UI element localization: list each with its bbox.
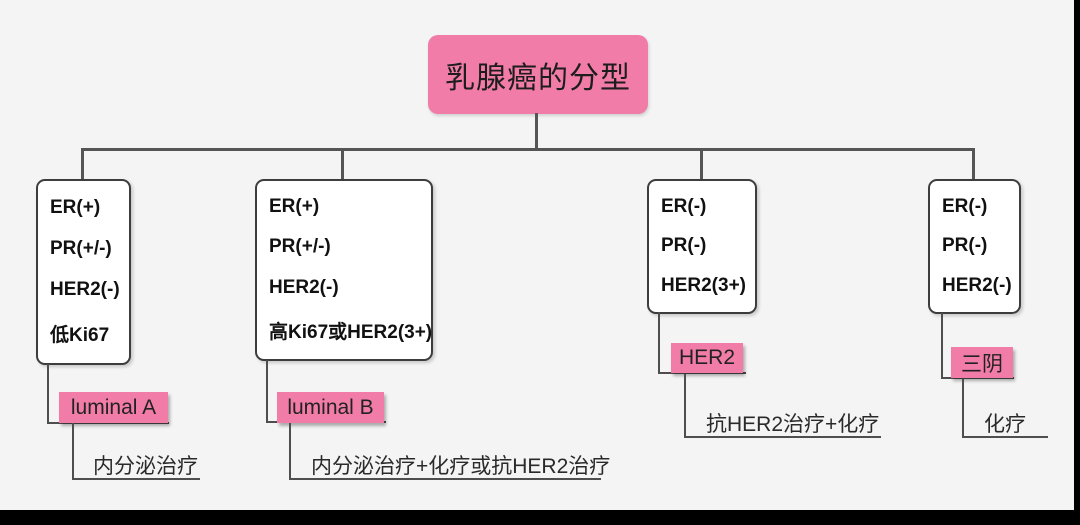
criteria-row: PR(-) — [942, 235, 988, 257]
criteria-box-her2: ER(-) PR(-) HER2(3+) — [647, 179, 757, 314]
branch1-label-underline — [47, 422, 169, 424]
treatment-her2: 抗HER2治疗+化疗 — [706, 413, 880, 436]
branch2-vertical-2 — [289, 423, 291, 480]
branch3-vertical-2 — [684, 374, 686, 438]
branch3-label-underline — [658, 372, 746, 374]
criteria-row: HER2(3+) — [661, 275, 746, 297]
criteria-row: 低Ki67 — [50, 325, 110, 347]
type-label-her2: HER2 — [671, 343, 743, 373]
branch1-treatment-underline — [72, 478, 200, 480]
criteria-box-triple-negative: ER(-) PR(-) HER2(-) — [928, 179, 1021, 314]
letterbox-band-bottom — [0, 510, 1080, 525]
branch4-treatment-underline — [962, 436, 1048, 438]
type-label-luminal-b: luminal B — [277, 392, 384, 423]
criteria-row: 高Ki67或HER2(3+) — [269, 321, 433, 343]
criteria-row: ER(-) — [661, 195, 707, 217]
criteria-row: PR(+/-) — [269, 236, 331, 258]
letterbox-band-right — [1074, 0, 1080, 525]
branch4-label-underline — [941, 377, 1014, 379]
criteria-row: HER2(-) — [50, 279, 120, 301]
criteria-row: PR(-) — [661, 235, 707, 257]
type-label-luminal-a: luminal A — [59, 392, 168, 423]
criteria-row: ER(+) — [269, 196, 320, 218]
diagram-canvas: 乳腺癌的分型 ER(+) PR(+/-) HER2(-) 低Ki67 lumin… — [0, 0, 1074, 510]
criteria-row: ER(+) — [50, 196, 101, 218]
connector-main-horizontal — [81, 148, 975, 151]
connector-root-vertical — [535, 113, 538, 149]
treatment-luminal-b: 内分泌治疗+化疗或抗HER2治疗 — [311, 455, 611, 478]
branch3-vertical-1 — [658, 312, 660, 374]
branch1-vertical-1 — [47, 364, 49, 424]
criteria-row: ER(-) — [942, 195, 988, 217]
connector-drop-branch-1 — [81, 148, 84, 180]
treatment-triple-negative: 化疗 — [984, 413, 1026, 436]
criteria-row: HER2(-) — [942, 275, 1012, 297]
branch4-vertical-2 — [962, 379, 964, 438]
criteria-box-luminal-a: ER(+) PR(+/-) HER2(-) 低Ki67 — [36, 179, 131, 365]
type-label-triple-negative: 三阴 — [951, 347, 1013, 378]
connector-drop-branch-4 — [972, 148, 975, 180]
branch2-vertical-1 — [266, 360, 268, 423]
connector-drop-branch-3 — [700, 148, 703, 180]
branch4-vertical-1 — [941, 313, 943, 379]
criteria-row: PR(+/-) — [50, 237, 112, 259]
connector-drop-branch-2 — [341, 148, 344, 180]
criteria-box-luminal-b: ER(+) PR(+/-) HER2(-) 高Ki67或HER2(3+) — [255, 179, 433, 361]
treatment-luminal-a: 内分泌治疗 — [93, 455, 198, 478]
branch2-treatment-underline — [289, 478, 601, 480]
branch1-vertical-2 — [72, 423, 74, 480]
root-node-title: 乳腺癌的分型 — [428, 35, 648, 114]
branch3-treatment-underline — [684, 436, 881, 438]
criteria-row: HER2(-) — [269, 276, 339, 298]
